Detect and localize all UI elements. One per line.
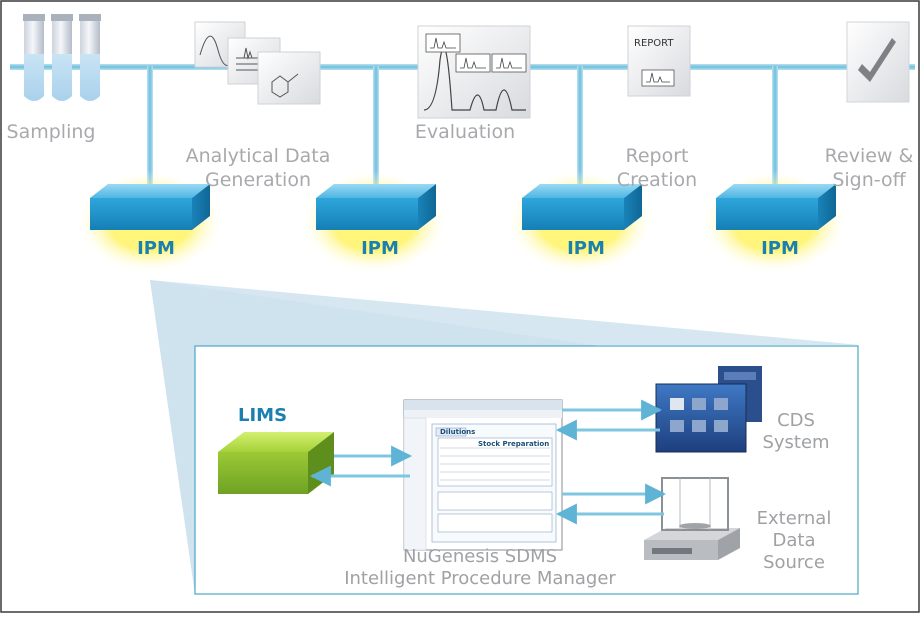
stage-label-generation: Analytical Data Generation [185,145,331,191]
sdms-screenshot [403,399,563,551]
external-data-label: External Data Source [756,508,832,573]
ipm-node-3 [506,170,654,274]
report-document-icon [627,25,691,97]
sdms-label-line2: Intelligent Procedure Manager [344,568,616,589]
checkmark-icon [846,21,910,103]
ipm-label-4: IPM [761,238,799,259]
ipm-node-2 [300,170,448,274]
ipm-node-1 [76,170,224,274]
screen-title: Dilutions [440,428,476,436]
ipm-pipe-3 [577,66,583,206]
stage-label-report: Report Creation [616,145,698,191]
cds-label: CDS System [762,410,830,453]
stage-label-evaluation: Evaluation [414,121,516,143]
stage-label-review: Review & Sign-off [824,145,914,191]
ipm-pipe-4 [772,66,778,206]
screen-subtitle: Stock Preparation [478,440,550,448]
balance-instrument-icon [644,477,740,560]
lims-label: LIMS [238,405,288,426]
analytical-documents-icon [194,21,321,105]
ipm-label-3: IPM [567,238,605,259]
zoom-projection [150,280,860,595]
ipm-label-1: IPM [137,238,175,259]
cds-system-icon [655,366,762,453]
ipm-node-4 [700,170,848,274]
chromatogram-icon [417,25,531,119]
stage-label-sampling: Sampling [6,121,96,143]
ipm-pipe-1 [147,66,153,206]
lims-box [218,432,334,494]
test-tubes-icon [23,14,101,101]
ipm-label-2: IPM [361,238,399,259]
ipm-pipe-2 [373,66,379,206]
report-word: REPORT [634,38,674,49]
sdms-label-line1: NuGenesis SDMS [402,546,558,567]
